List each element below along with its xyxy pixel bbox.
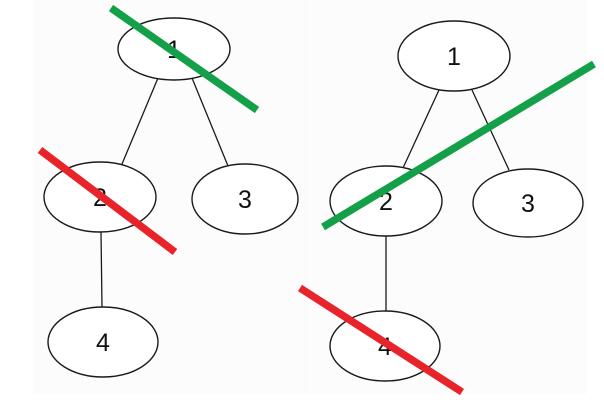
node-ellipse-4[interactable] — [47, 306, 159, 378]
green-strike-left — [108, 4, 260, 114]
node-ellipse-2[interactable] — [329, 165, 443, 237]
tree-node-3[interactable]: 3 — [472, 168, 584, 238]
node-ellipse-3[interactable] — [191, 163, 299, 235]
green-strike-right — [321, 60, 596, 231]
tree-node-2[interactable]: 2 — [329, 165, 443, 237]
tree-node-3[interactable]: 3 — [191, 163, 299, 235]
node-ellipse-3[interactable] — [472, 168, 584, 238]
tree-node-1[interactable]: 1 — [397, 20, 511, 92]
tree-edge-n1-n2 — [402, 89, 440, 169]
node-ellipse-1[interactable] — [397, 20, 511, 92]
red-strike-right — [297, 284, 465, 396]
tree-edge-n1-n3 — [191, 77, 229, 167]
tree-node-4[interactable]: 4 — [47, 306, 159, 378]
tree-edge-n2-n4 — [100, 231, 103, 308]
red-strike-left — [37, 147, 178, 255]
tree-edge-n1-n2 — [121, 77, 159, 165]
